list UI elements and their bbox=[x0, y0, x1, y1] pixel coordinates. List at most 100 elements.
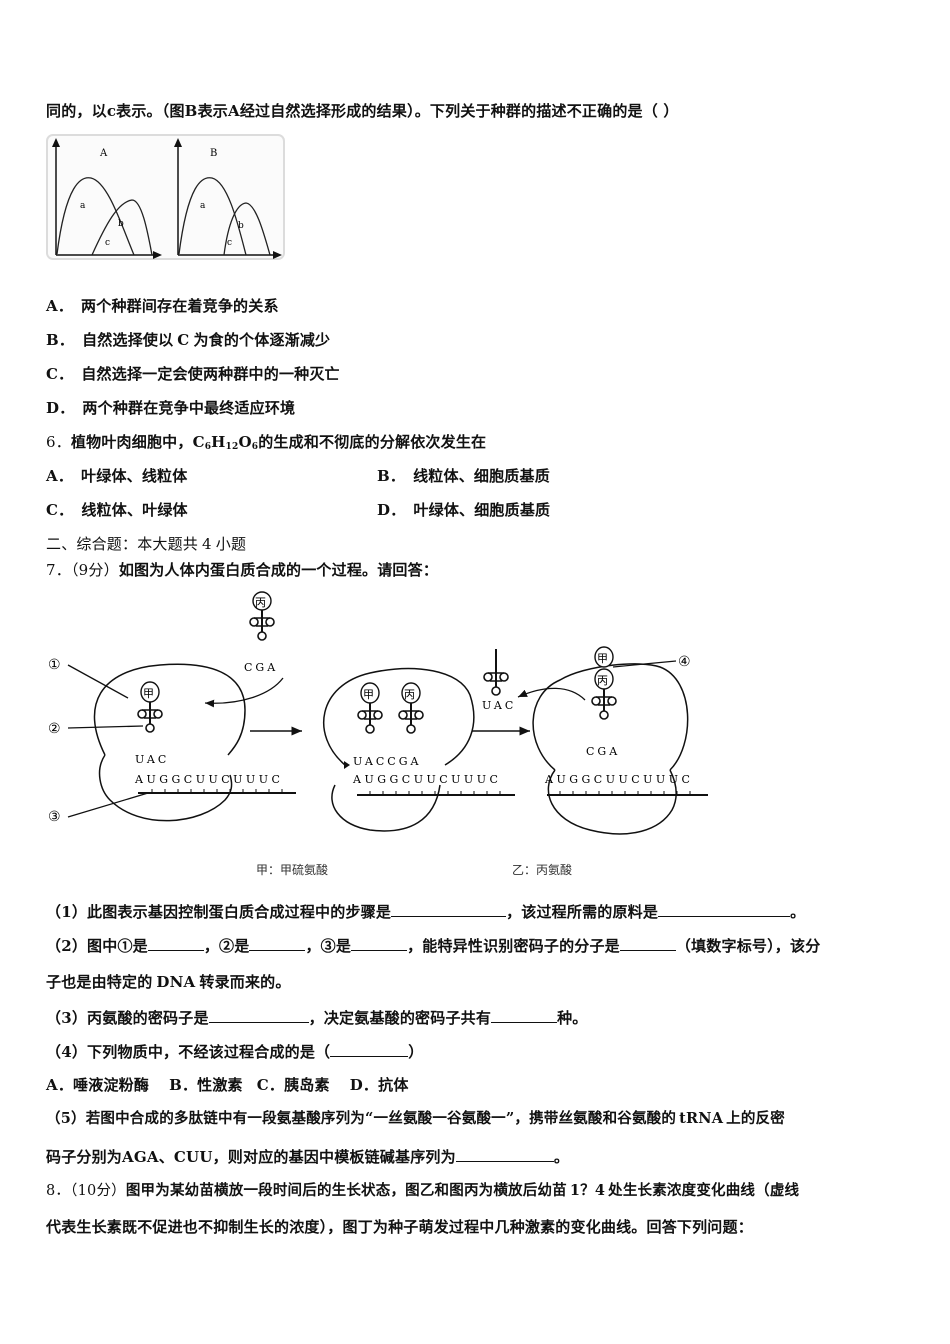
sub-text: ，能特异性识别密码子的分子是 bbox=[407, 937, 620, 955]
answer-blank[interactable] bbox=[455, 1146, 554, 1162]
q5-option-d: D． 两个种群在竞争中最终适应环境 bbox=[46, 398, 295, 418]
population-curves-figure: A a b c B a b c bbox=[46, 134, 286, 266]
option-text: 两个种群在竞争中最终适应环境 bbox=[82, 399, 296, 417]
anticodon-cga: CGA bbox=[244, 661, 278, 674]
text: 表示 bbox=[197, 102, 228, 120]
sub-text: 此图表示基因控制蛋白质合成过程中的步骤是 bbox=[87, 903, 392, 921]
answer-blank[interactable] bbox=[249, 935, 306, 951]
trna-label-jia: 甲 bbox=[363, 688, 374, 701]
sub-text: ，决定氨基酸的密码子共有 bbox=[308, 1009, 492, 1027]
q5-option-c: C．自然选择一定会使两种群中的一种灭亡 bbox=[46, 364, 340, 384]
answer-blank[interactable] bbox=[330, 1041, 409, 1057]
ribosome-panel-1: 丙 CGA 甲 UAC AUGGCUUCUUUC bbox=[67, 591, 302, 822]
q7-sub5: （5）若图中合成的多肽链中有一段氨基酸序列为“一丝氨酸一谷氨酸一”，携带丝氨酸和… bbox=[46, 1109, 785, 1129]
answer-blank[interactable] bbox=[491, 1007, 558, 1023]
marker-3: ③ bbox=[48, 809, 61, 825]
stem-text: 植物叶肉细胞中， bbox=[70, 433, 193, 451]
mrna-sequence: AUGGCUUCUUUC bbox=[352, 773, 501, 786]
option-text: 性激素 bbox=[197, 1076, 243, 1094]
trna-label-bing: 丙 bbox=[404, 688, 415, 701]
anticodon-uac-leaving: UAC bbox=[482, 699, 516, 712]
option-label: B． bbox=[169, 1076, 198, 1094]
overlap-c-label: c bbox=[227, 238, 232, 248]
stem-text: 图甲为某幼苗横放一段时间后的生长状态，图乙和图丙为横放后幼苗 bbox=[125, 1182, 567, 1199]
answer-blank[interactable] bbox=[391, 901, 507, 917]
sub-text: 。 bbox=[553, 1148, 570, 1166]
subscript: 6 bbox=[204, 442, 212, 452]
sub-text: 子也是由特定的 bbox=[46, 973, 153, 991]
option-text: 线粒体、细胞质基质 bbox=[413, 467, 550, 485]
trna-label-jia: 甲 bbox=[143, 687, 154, 700]
glucose-formula: C6H12O6 bbox=[192, 433, 259, 452]
option-label: A． bbox=[46, 467, 74, 485]
section-text: 小题 bbox=[215, 535, 247, 553]
option-label: D． bbox=[349, 1076, 379, 1094]
option-label: D． bbox=[46, 399, 75, 417]
q5-stem-continuation: 同的，以c表示。（图B表示A经过自然选择形成的结果）。下列关于种群的描述不正确的… bbox=[46, 101, 679, 121]
element-o: O bbox=[238, 433, 252, 451]
sub-text: ，该过程所需的原料是 bbox=[506, 903, 659, 921]
sub-text: ） bbox=[408, 1043, 424, 1061]
sub-text-trna: tRNA bbox=[679, 1110, 724, 1127]
sub-text: 码子分别为 bbox=[46, 1148, 123, 1166]
mrna-sequence: AUGGCUUCUUUC bbox=[134, 773, 283, 786]
sub-text: 图中①是 bbox=[87, 937, 148, 955]
anticodon-cga: CGA bbox=[586, 745, 620, 758]
answer-blank[interactable] bbox=[658, 901, 791, 917]
option-text: 叶绿体、线粒体 bbox=[81, 467, 188, 485]
q7-stem: 7．（9分）如图为人体内蛋白质合成的一个过程。请回答： bbox=[46, 560, 438, 580]
answer-blank[interactable] bbox=[351, 935, 408, 951]
question-number: 7． bbox=[46, 561, 71, 579]
q7-sub4: （4）下列物质中，不经该过程合成的是（） bbox=[46, 1041, 423, 1062]
panel-a-title: A bbox=[99, 148, 108, 159]
text: 经过自然选择形成的结果）。下列关于种群的描述不正确的是（ ） bbox=[239, 102, 679, 120]
q6-option-b: B．线粒体、细胞质基质 bbox=[377, 466, 550, 486]
element-c: C bbox=[192, 433, 205, 451]
sub-text: 若图中合成的多肽链中有一段氨基酸序列为“一丝氨酸一谷氨酸一”，携带丝氨酸和谷氨酸… bbox=[85, 1110, 677, 1127]
answer-blank[interactable] bbox=[147, 935, 204, 951]
sub-text: ，②是 bbox=[203, 937, 250, 955]
sub-text: 转录而来的。 bbox=[199, 973, 291, 991]
anticodon-uaccga: UACCGA bbox=[353, 755, 421, 768]
overlap-c-label: c bbox=[105, 238, 110, 248]
answer-blank[interactable] bbox=[619, 935, 676, 951]
stem-text: 如图为人体内蛋白质合成的一个过程。请回答： bbox=[118, 561, 439, 579]
option-label: C． bbox=[46, 501, 74, 519]
subscript: 6 bbox=[251, 442, 259, 452]
marker-1: ① bbox=[48, 657, 61, 673]
panel-b-title: B bbox=[210, 148, 217, 159]
question-number: 8． bbox=[46, 1183, 71, 1199]
sub-number: （2） bbox=[46, 937, 88, 955]
panel-a: A a b c bbox=[52, 138, 162, 259]
answer-blank[interactable] bbox=[208, 1007, 309, 1023]
q6-option-c: C． 线粒体、叶绿体 bbox=[46, 500, 188, 520]
stem-text: 处生长素浓度变化曲线（虚线 bbox=[608, 1182, 800, 1199]
option-text: 为食的个体逐渐减少 bbox=[193, 331, 331, 349]
option-label: B． bbox=[46, 331, 75, 349]
option-text: 线粒体、叶绿体 bbox=[81, 501, 188, 519]
curve-b-label: b bbox=[238, 221, 244, 231]
var-c: c bbox=[106, 102, 117, 120]
trna-label-jia: 甲 bbox=[597, 652, 608, 665]
option-text: 抗体 bbox=[378, 1076, 409, 1094]
legend-jia: 甲：甲硫氨酸 bbox=[256, 862, 328, 877]
text: 同的，以 bbox=[46, 102, 107, 120]
option-text: 自然选择使以 bbox=[82, 331, 174, 349]
option-text: 自然选择一定会使两种群中的一种灭亡 bbox=[81, 365, 340, 383]
sub-number: （4） bbox=[46, 1043, 88, 1061]
anticodon-uac: UAC bbox=[135, 753, 169, 766]
sub-text-codons: AGA、CUU bbox=[122, 1148, 213, 1166]
text: 表示。（图 bbox=[116, 102, 185, 120]
sub-number: （5） bbox=[46, 1110, 86, 1127]
sub-number: （3） bbox=[46, 1009, 88, 1027]
sub-text: （填数字标号），该分 bbox=[675, 937, 821, 955]
marker-2: ② bbox=[48, 721, 61, 737]
stem-range: 1？4 bbox=[569, 1182, 606, 1199]
question-score: （9分） bbox=[70, 561, 119, 579]
q5-option-a: A．两个种群间存在着竞争的关系 bbox=[46, 296, 279, 316]
panel-b: B a b c bbox=[174, 138, 282, 259]
curve-a-label: a bbox=[80, 201, 86, 211]
var-b: B bbox=[184, 102, 198, 120]
